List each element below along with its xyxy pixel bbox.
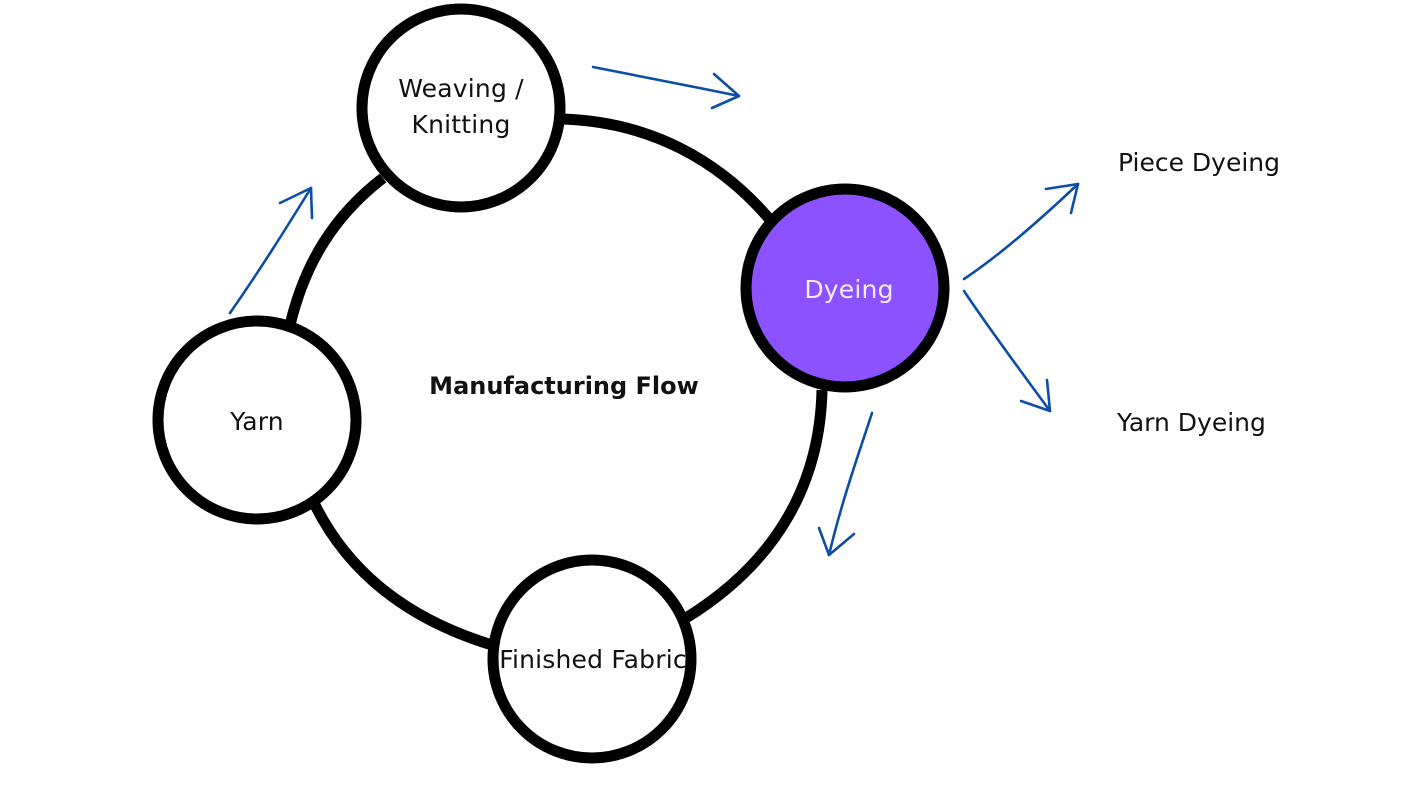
node-weaving-circle[interactable]	[356, 3, 566, 213]
node-dyeing-label: Dyeing	[804, 275, 894, 304]
node-weaving-label-line2: Knitting	[411, 110, 511, 139]
node-dyeing-circle[interactable]	[740, 183, 950, 393]
branch-yarn-dyeing-label: Yarn Dyeing	[1117, 408, 1266, 437]
node-finished-fabric-label: Finished Fabric	[499, 645, 687, 674]
node-finished-fabric-circle[interactable]	[487, 554, 697, 764]
node-weaving-label: Weaving / Knitting	[398, 71, 524, 143]
ring-segment-yarn-weaving	[284, 173, 387, 327]
arrow-dyeing-to-finished-fabric	[817, 411, 874, 557]
arrow-weaving-to-dyeing	[591, 65, 741, 110]
cycle-ring	[284, 113, 828, 651]
arrow-dyeing-to-yarn-dyeing	[962, 289, 1052, 413]
diagram-title: Manufacturing Flow	[429, 372, 699, 400]
ring-segment-dyeing-finished	[683, 389, 828, 623]
node-yarn-circle[interactable]	[152, 315, 362, 525]
arrow-yarn-to-weaving	[228, 186, 314, 315]
arrow-dyeing-to-piece-dyeing	[962, 182, 1080, 281]
branch-piece-dyeing-label: Piece Dyeing	[1118, 148, 1281, 177]
node-weaving-label-line1: Weaving /	[398, 74, 524, 103]
ring-segment-weaving-dyeing	[562, 113, 777, 226]
ring-segment-finished-yarn	[310, 502, 494, 651]
node-yarn-label: Yarn	[230, 407, 284, 436]
